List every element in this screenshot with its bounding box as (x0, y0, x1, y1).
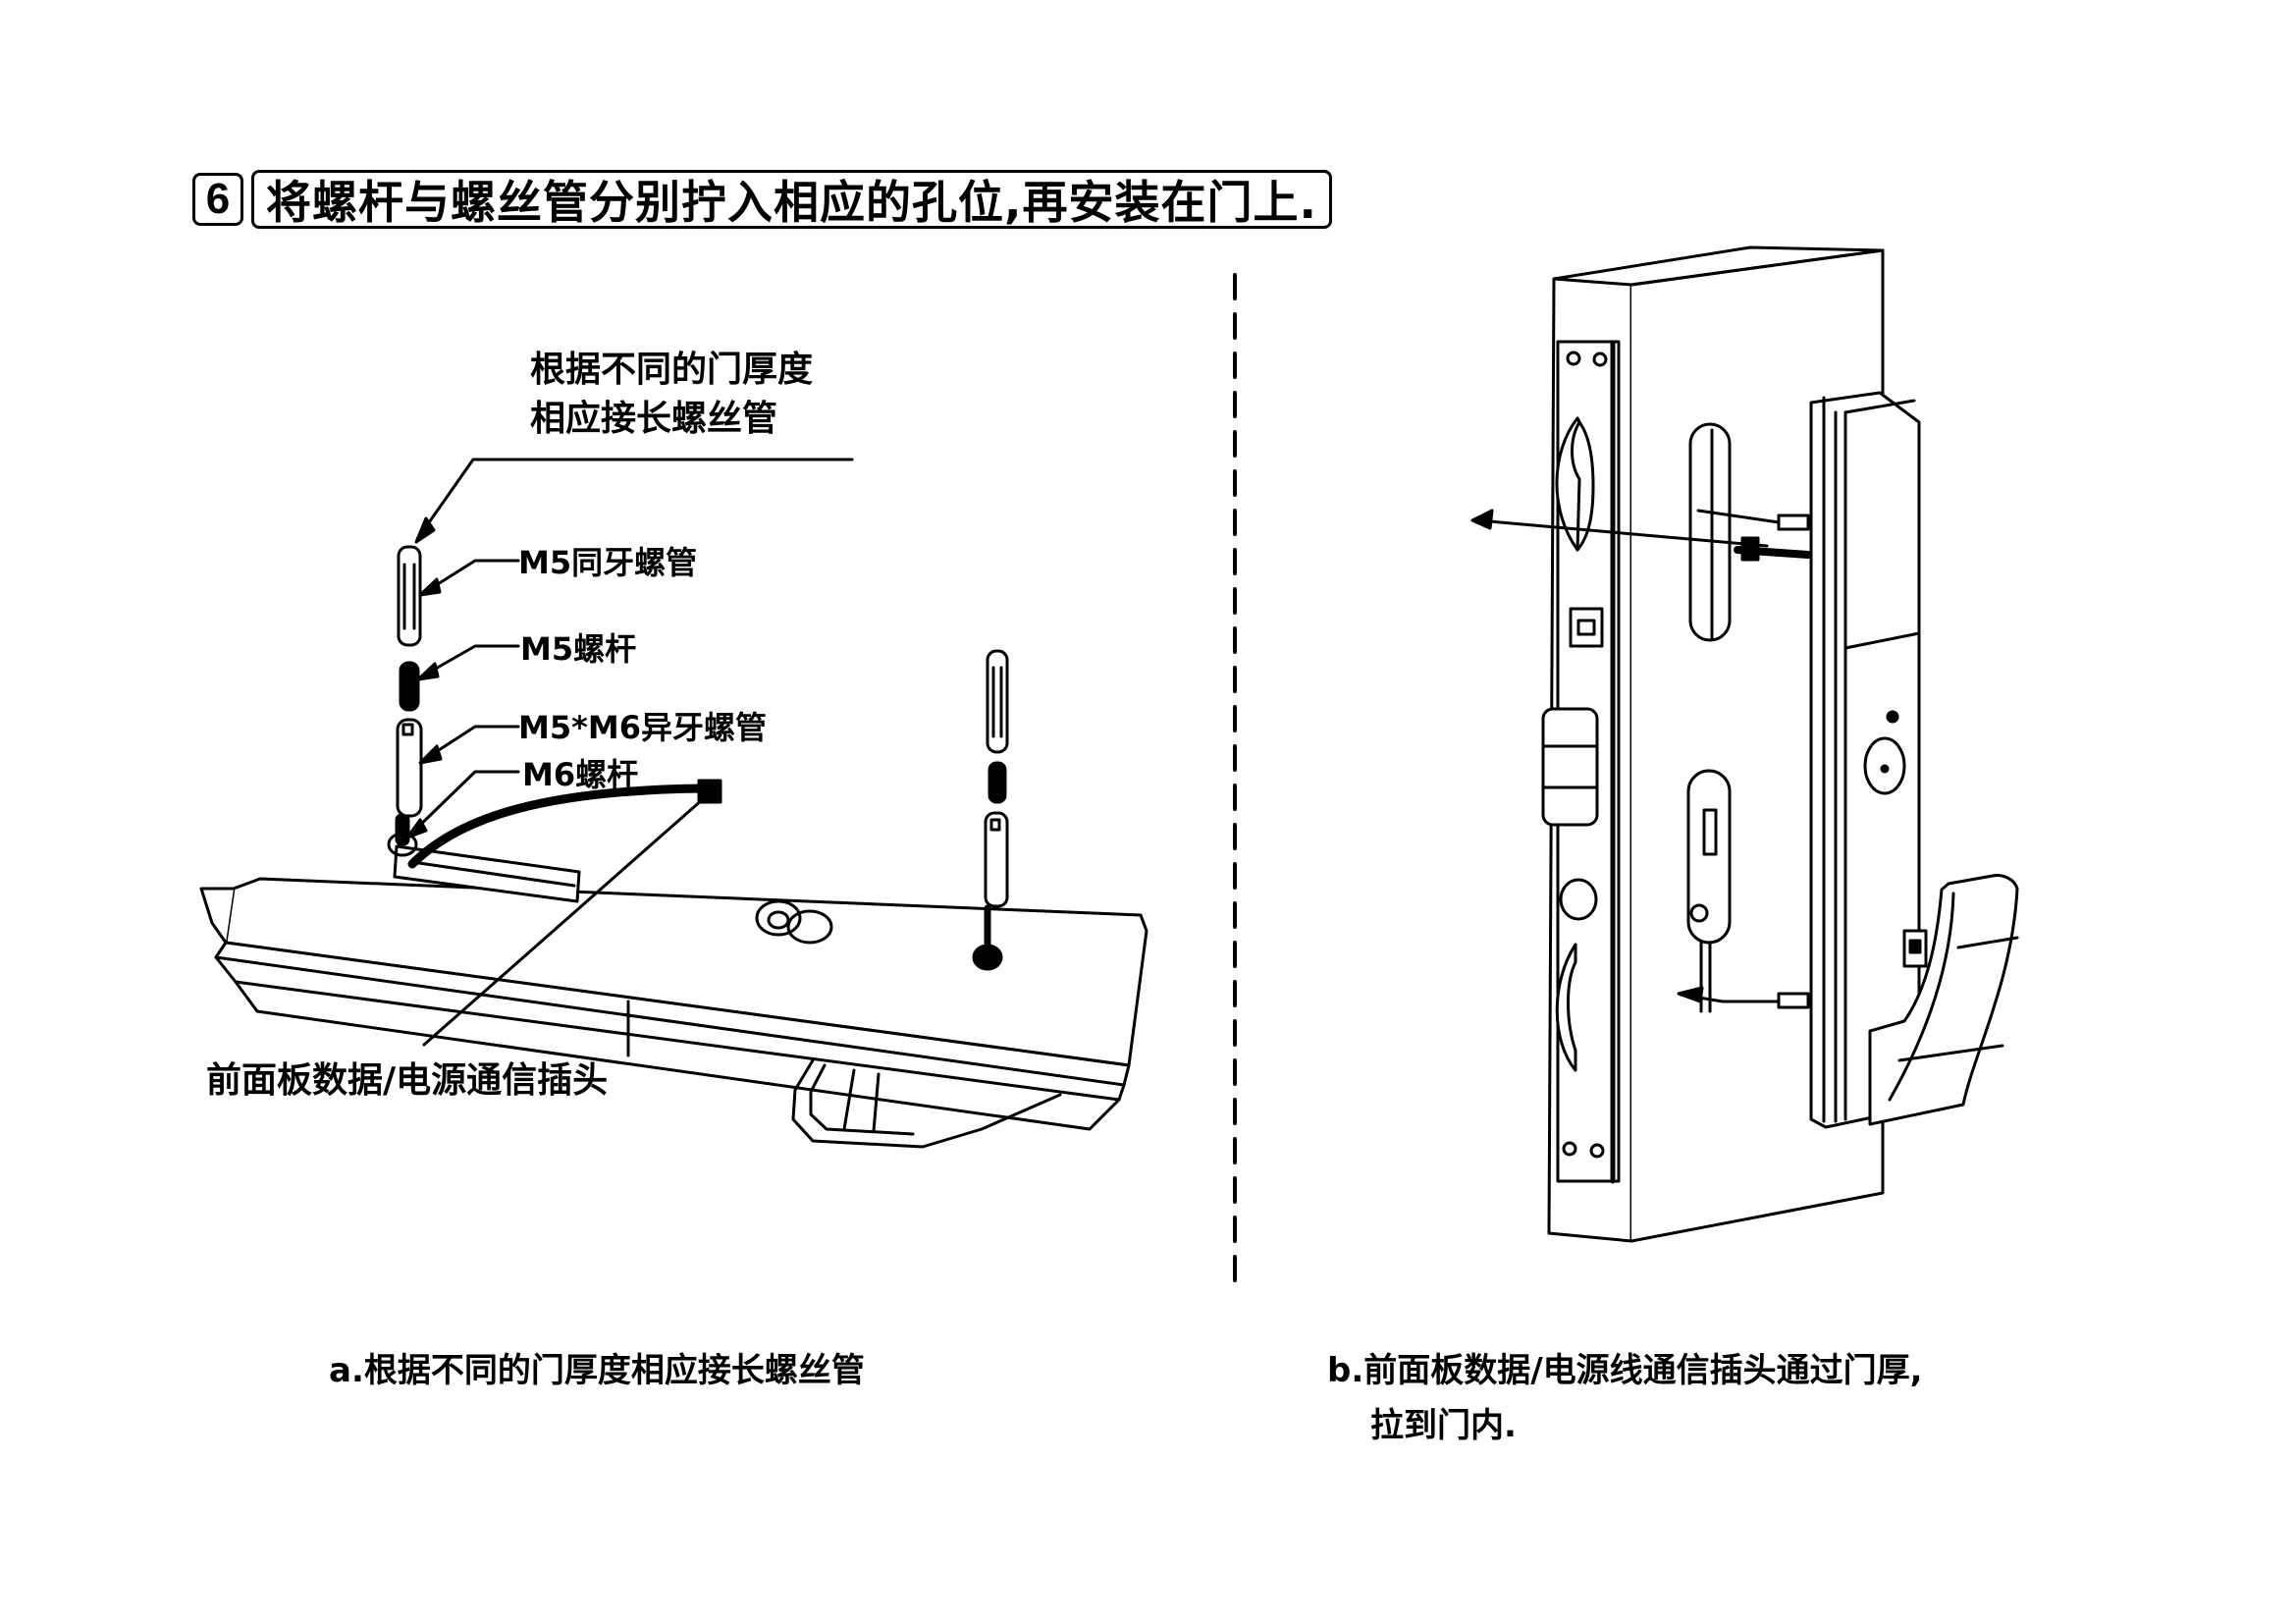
latch-bolt-bottom (1557, 945, 1575, 1070)
label-m5-threaded-rod: M5螺杆 (520, 630, 637, 668)
leader-m5-rod (420, 646, 518, 677)
data-power-cable (412, 788, 702, 864)
label-connector: 前面板数据/电源通信插头 (206, 1060, 609, 1101)
lever-handle (1870, 876, 2017, 1124)
callout-main: 根据不同的门厚度 相应接长螺丝管 (530, 346, 813, 444)
leader-m5m6-tube (422, 727, 518, 761)
caption-b-line2: 拉到门内. (1370, 1406, 1517, 1445)
m5-threaded-rod (400, 663, 418, 710)
leader-connector (424, 799, 703, 1045)
left-stack (398, 547, 421, 816)
m6-screw-right (974, 908, 1001, 969)
rear-spindle-slot (1690, 424, 1730, 640)
leader-m6-rod (410, 772, 518, 835)
step-header: 6 将螺杆与螺丝管分别拧入相应的孔位,再安装在门上. (192, 170, 1332, 229)
caption-a: a.根据不同的门厚度相应接长螺丝管 (329, 1351, 865, 1390)
round-button (1561, 880, 1596, 919)
callout-main-line2: 相应接长螺丝管 (530, 399, 778, 439)
connector-plug (699, 781, 721, 802)
latch-bolt-top (1557, 418, 1579, 550)
step-title: 将螺杆与螺丝管分别拧入相应的孔位,再安装在门上. (251, 170, 1332, 229)
fingerprint-reader (1865, 738, 1904, 793)
m5-m6-diff-thread-tube (398, 720, 421, 816)
caption-b: b.前面板数据/电源线通信插头通过门厚, 拉到门内. (1327, 1343, 1923, 1453)
leader-m5-tube (422, 561, 518, 594)
keyhole-icon (757, 901, 831, 943)
right-stack (986, 651, 1007, 906)
deadbolt (1543, 709, 1597, 825)
arrow-head-left (1472, 511, 1492, 528)
cylinder-icon (1704, 810, 1716, 854)
step-number-badge: 6 (192, 173, 243, 226)
front-panel-drawing (201, 460, 1147, 1147)
callout-main-line1: 根据不同的门厚度 (530, 350, 814, 390)
door-top (1554, 247, 1883, 285)
m5-same-thread-tube (399, 547, 420, 645)
handle-underside (793, 1060, 1060, 1147)
label-m5-same-thread-tube: M5同牙螺管 (518, 544, 698, 581)
cable-arrow-line (1478, 520, 1767, 546)
rear-cylinder-slot (1688, 771, 1730, 943)
caption-b-line1: b.前面板数据/电源线通信插头通过门厚, (1327, 1351, 1923, 1390)
label-m5-m6-diff-thread-tube: M5*M6异牙螺管 (518, 709, 767, 746)
leader-main (420, 460, 852, 535)
label-m6-threaded-rod: M6螺杆 (522, 756, 639, 793)
door-drawing (1472, 247, 2017, 1241)
